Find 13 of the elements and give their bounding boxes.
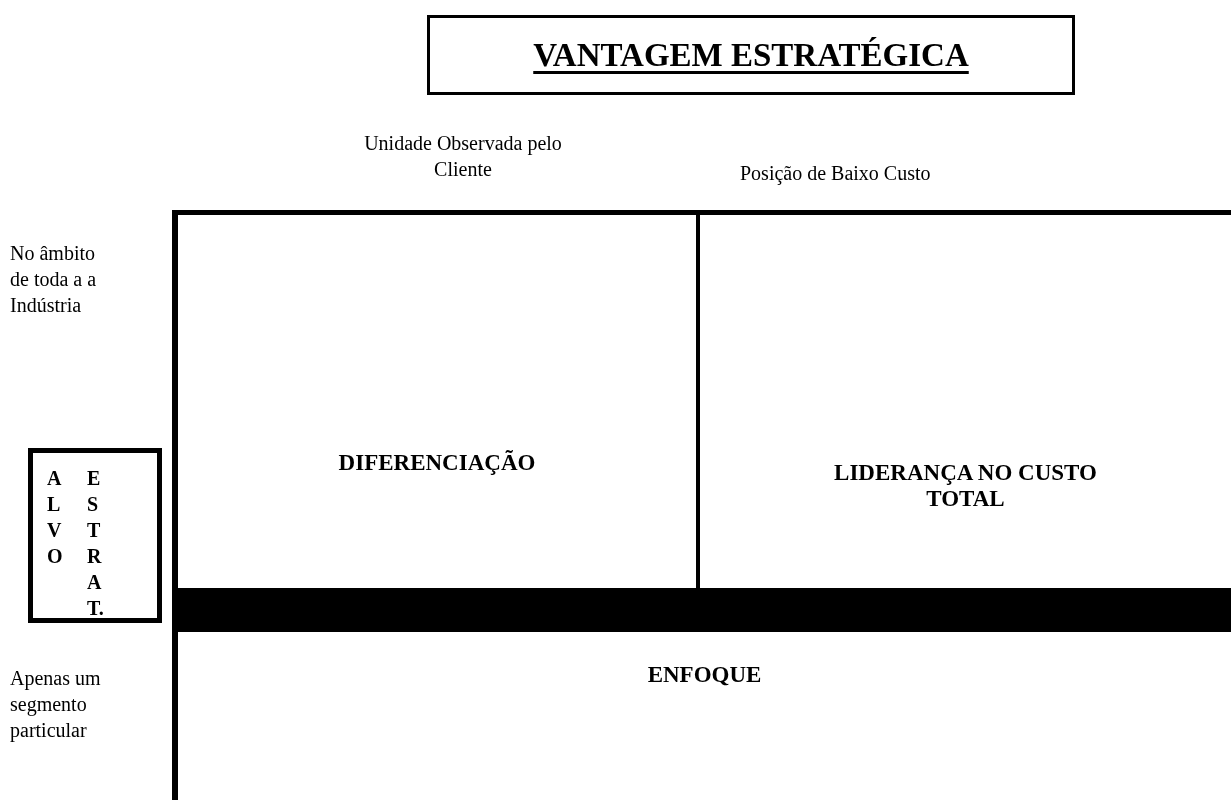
axis-label: Apenas um segmento particular [10, 666, 102, 743]
separator-bar [178, 588, 1231, 632]
vertical-label: ALVO [47, 466, 64, 569]
axis-label: Posição de Baixo Custo [740, 161, 932, 186]
strategy-label: ENFOQUE [647, 662, 762, 689]
vertical-label: ESTRAT. [87, 466, 105, 621]
title-box [427, 15, 1075, 95]
axis-label: No âmbito de toda a a Indústria [10, 241, 98, 318]
strategy-label: LIDERANÇA NO CUSTO TOTAL [833, 460, 1098, 513]
target-box [28, 448, 162, 623]
strategy-label: DIFERENCIAÇÃO [338, 450, 536, 477]
axis-label: Unidade Observada pelo Cliente [363, 131, 563, 182]
title-label: VANTAGEM ESTRATÉGICA [533, 36, 969, 74]
